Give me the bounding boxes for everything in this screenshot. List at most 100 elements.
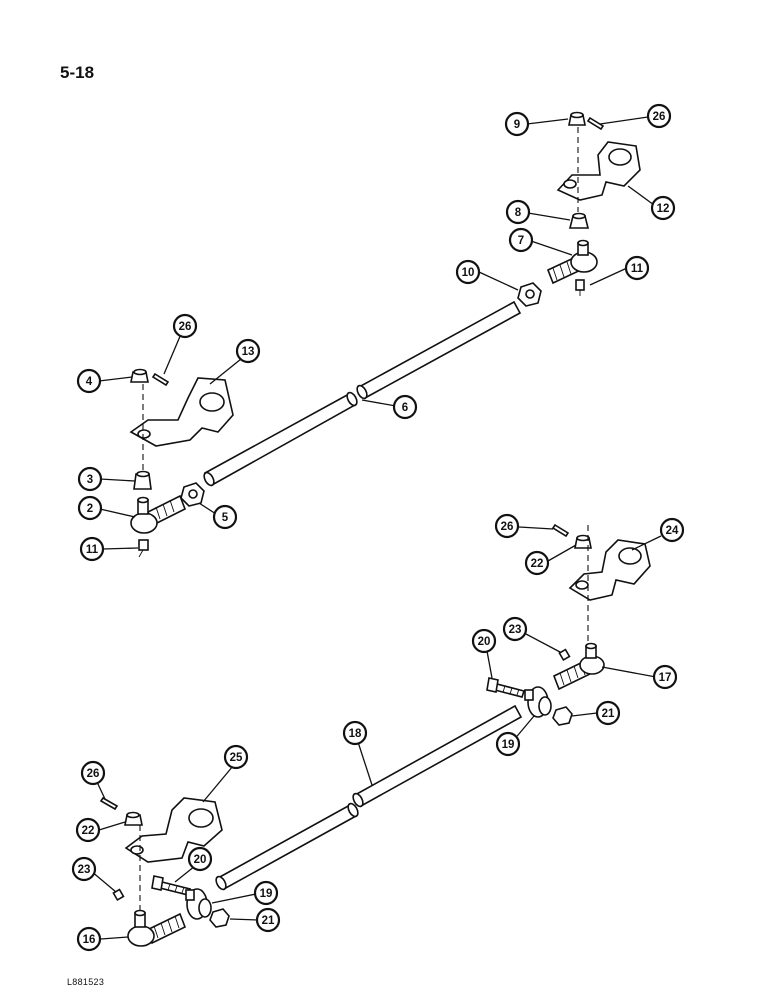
tie-rod-end-upper-left [130,494,187,534]
callout-13: 13 [235,338,261,364]
svg-text:17: 17 [659,672,672,684]
tie-rod-tube-lower [215,704,523,891]
svg-text:19: 19 [260,888,273,900]
clamp-bolt-lower-right [486,677,526,698]
cotter-pin-upper-left [151,372,170,387]
callout-24: 24 [659,517,685,543]
callout-18: 18 [342,720,368,746]
svg-text:4: 4 [86,376,93,388]
callout-10: 10 [455,259,481,285]
svg-text:22: 22 [82,825,95,837]
steering-arm-24 [568,539,651,601]
svg-text:26: 26 [501,521,514,533]
callout-12: 12 [650,195,676,221]
callout-20-lower-left: 20 [187,846,213,872]
clamp-lower-right [524,686,552,718]
castle-nut-3 [133,470,152,490]
svg-text:26: 26 [653,111,666,123]
callout-8: 8 [505,199,531,225]
callout-7: 7 [508,227,534,253]
callout-5: 5 [212,504,238,530]
svg-text:24: 24 [666,525,679,537]
callout-19-lower-left: 19 [253,880,279,906]
svg-text:19: 19 [502,739,515,751]
steering-arm-13 [129,377,234,447]
svg-text:5: 5 [222,512,229,524]
svg-text:23: 23 [509,624,522,636]
svg-text:26: 26 [87,768,100,780]
svg-text:2: 2 [87,503,93,515]
callout-21-lower-left: 21 [255,907,281,933]
steering-arm-25 [124,797,223,863]
svg-text:9: 9 [514,119,520,131]
clamp-nut-lower-right [552,706,573,726]
callout-11-upper-left: 11 [79,536,105,562]
callout-26-upper-left: 26 [172,313,198,339]
grease-fitting-lower-left [112,888,125,902]
cotter-pin-upper-right [586,116,605,131]
svg-text:21: 21 [602,708,615,720]
svg-text:11: 11 [631,263,644,275]
svg-text:16: 16 [83,934,96,946]
cotter-pin-lower-right [551,523,570,538]
svg-text:23: 23 [78,864,91,876]
figure-id: L881523 [67,977,105,987]
tie-rod-end-lower-left [127,909,187,947]
svg-text:7: 7 [518,235,524,247]
cotter-pin-lower-left [99,796,119,811]
callout-26-upper-right: 26 [646,103,672,129]
svg-text:6: 6 [402,402,408,414]
svg-text:26: 26 [179,321,192,333]
grease-fitting-upper-left [138,539,149,558]
callout-25: 25 [223,744,249,770]
page-number: 5-18 [60,63,95,82]
callout-11-upper-right: 11 [624,255,650,281]
tie-rod-end-upper-right [546,239,598,285]
castle-nut-4 [130,368,149,383]
grease-fitting-lower-right [558,648,571,662]
svg-text:21: 21 [262,915,275,927]
callout-22-lower-right: 22 [524,550,550,576]
svg-text:18: 18 [349,728,362,740]
callout-26-lower-right: 26 [494,513,520,539]
svg-text:3: 3 [87,474,93,486]
svg-text:22: 22 [531,558,544,570]
tie-rod-tube-upper [203,300,522,487]
grease-fitting-upper-right [575,279,585,296]
castle-nut-lower-right [574,534,592,549]
clamp-bolt-lower-left [151,875,192,896]
castle-nut-9 [568,111,586,126]
callout-19-lower-right: 19 [495,731,521,757]
svg-text:11: 11 [86,544,99,556]
callout-23-lower-left: 23 [71,856,97,882]
callout-16: 16 [76,926,102,952]
svg-text:8: 8 [515,207,522,219]
jam-nut-upper-left [180,482,205,507]
leader-lines [90,116,662,940]
callout-23-lower-right: 23 [502,616,528,642]
callout-20-lower-right: 20 [471,628,497,654]
castle-nut-lower-left [124,811,143,826]
callout-22-lower-left: 22 [75,817,101,843]
tie-rod-end-lower-right [552,642,605,691]
clamp-lower-left [185,888,212,920]
jam-nut-upper-right [517,282,542,307]
svg-text:12: 12 [657,203,670,215]
callout-17: 17 [652,664,678,690]
svg-text:20: 20 [478,636,491,648]
steering-arm-12 [556,141,641,201]
callout-3: 3 [77,466,103,492]
callout-9: 9 [504,111,530,137]
callout-4: 4 [76,368,102,394]
svg-text:13: 13 [242,346,255,358]
callout-21-lower-right: 21 [595,700,621,726]
svg-text:20: 20 [194,854,207,866]
clamp-nut-lower-left [209,908,230,928]
svg-text:10: 10 [462,267,475,279]
callout-2: 2 [77,495,103,521]
callout-6: 6 [392,394,418,420]
svg-text:25: 25 [230,752,243,764]
castle-nut-8 [568,212,590,229]
callout-26-lower-left: 26 [80,760,106,786]
